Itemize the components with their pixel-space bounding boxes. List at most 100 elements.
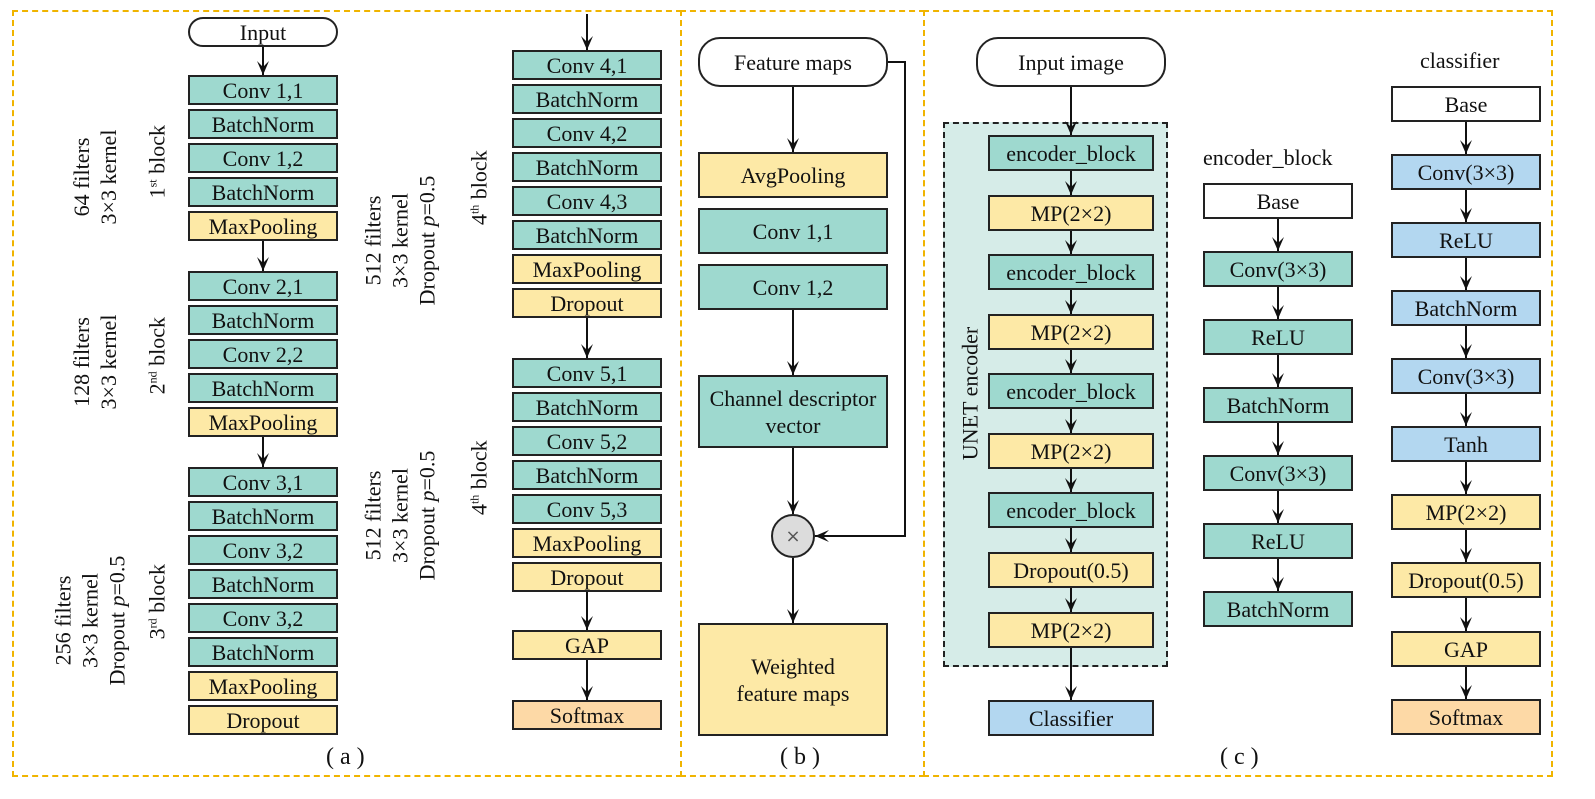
block3-kernel: 3×3 kernel	[77, 573, 103, 668]
conv-3-2-box: Conv 3,2	[188, 603, 338, 633]
batchnorm-box: BatchNorm	[1391, 290, 1541, 326]
caption-a: ( a )	[326, 744, 365, 770]
batchnorm-box: BatchNorm	[512, 460, 662, 490]
conv-4-2-box: Conv 4,2	[512, 118, 662, 148]
block5-kernel: 3×3 kernel	[387, 468, 413, 563]
encoder-block-title: encoder_block	[1203, 145, 1333, 170]
relu-box: ReLU	[1391, 222, 1541, 258]
block2-filters: 128 filters	[69, 317, 94, 407]
classifier-title: classifier	[1420, 48, 1500, 73]
block5-name: 4th block	[466, 440, 492, 516]
conv-4-3-box: Conv 4,3	[512, 186, 662, 216]
block4-dropout: Dropout p=0.5	[414, 175, 440, 306]
mp-2-2-box: MP(2×2)	[1391, 494, 1541, 530]
maxpooling-box: MaxPooling	[512, 528, 662, 558]
batchnorm-box: BatchNorm	[512, 152, 662, 182]
batchnorm-box: BatchNorm	[512, 220, 662, 250]
mp-2-2-box: MP(2×2)	[988, 314, 1154, 350]
conv-3-2-box: Conv 3,2	[188, 535, 338, 565]
block5-label: 512 filters 3×3 kernel Dropout p=0.5	[360, 426, 441, 606]
mp-2-2-box: MP(2×2)	[988, 195, 1154, 231]
softmax-box: Softmax	[1391, 699, 1541, 735]
classifier-box: Classifier	[988, 700, 1154, 736]
conv11-box: Conv 1,1	[698, 208, 888, 254]
block1-label: 64 filters 3×3 kernel	[68, 97, 122, 257]
encoder-block-box: encoder_block	[988, 135, 1154, 171]
input-image-node: Input image	[976, 37, 1166, 87]
batchnorm-box: BatchNorm	[512, 84, 662, 114]
batchnorm-box: BatchNorm	[188, 373, 338, 403]
conv-5-1-box: Conv 5,1	[512, 358, 662, 388]
block3-dropout: Dropout p=0.5	[104, 555, 130, 686]
conv-5-3-box: Conv 5,3	[512, 494, 662, 524]
batchnorm-box: BatchNorm	[188, 305, 338, 335]
maxpooling-box: MaxPooling	[512, 254, 662, 284]
block2-label: 128 filters 3×3 kernel	[68, 282, 122, 442]
conv-3-1-box: Conv 3,1	[188, 467, 338, 497]
batchnorm-box: BatchNorm	[1203, 387, 1353, 423]
batchnorm-box: BatchNorm	[188, 501, 338, 531]
block3-filters: 256 filters	[50, 575, 76, 666]
panel-c	[923, 10, 1553, 777]
batchnorm-box: BatchNorm	[188, 637, 338, 667]
gap-box: GAP	[512, 630, 662, 660]
conv-1-1-box: Conv 1,1	[188, 75, 338, 105]
channel-descriptor-box: Channel descriptor vector	[698, 375, 888, 448]
input-node: Input	[188, 17, 338, 47]
relu-box: ReLU	[1203, 319, 1353, 355]
dropout-0-5-box: Dropout(0.5)	[988, 552, 1154, 588]
conv-2-1-box: Conv 2,1	[188, 271, 338, 301]
softmax-box: Softmax	[512, 700, 662, 730]
tanh-box: Tanh	[1391, 426, 1541, 462]
block2-kernel: 3×3 kernel	[96, 314, 121, 410]
maxpooling-box: MaxPooling	[188, 211, 338, 241]
batchnorm-box: BatchNorm	[188, 109, 338, 139]
caption-b: ( b )	[780, 744, 820, 770]
conv-3-3-box: Conv(3×3)	[1391, 154, 1541, 190]
block5-filters: 512 filters	[360, 470, 386, 561]
block4-name: 4th block	[466, 150, 492, 226]
block1-kernel: 3×3 kernel	[96, 129, 121, 225]
block1-name: 1st block	[144, 124, 170, 199]
dropout-box: Dropout	[512, 562, 662, 592]
encoder-block-box: encoder_block	[988, 254, 1154, 290]
conv-3-3-box: Conv(3×3)	[1203, 251, 1353, 287]
block2-name: 2nd block	[144, 316, 170, 395]
base-box: Base	[1391, 86, 1541, 122]
relu-box: ReLU	[1203, 523, 1353, 559]
maxpooling-box: MaxPooling	[188, 407, 338, 437]
encoder-block-box: encoder_block	[988, 373, 1154, 409]
encoder-block-box: encoder_block	[988, 492, 1154, 528]
dropout-box: Dropout	[188, 705, 338, 735]
base-box: Base	[1203, 183, 1353, 219]
gap-box: GAP	[1391, 631, 1541, 667]
maxpooling-box: MaxPooling	[188, 671, 338, 701]
batchnorm-box: BatchNorm	[512, 392, 662, 422]
batchnorm-box: BatchNorm	[188, 569, 338, 599]
block3-label: 256 filters 3×3 kernel Dropout p=0.5	[50, 531, 131, 711]
block3-name: 3rd block	[144, 563, 170, 640]
block4-label: 512 filters 3×3 kernel Dropout p=0.5	[360, 151, 441, 331]
weighted-feature-maps-box: Weighted feature maps	[698, 623, 888, 736]
batchnorm-box: BatchNorm	[188, 177, 338, 207]
conv-3-3-box: Conv(3×3)	[1203, 455, 1353, 491]
conv-1-2-box: Conv 1,2	[188, 143, 338, 173]
dropout-0-5-box: Dropout(0.5)	[1391, 562, 1541, 598]
block5-dropout: Dropout p=0.5	[414, 450, 440, 581]
block1-filters: 64 filters	[69, 137, 94, 217]
block4-kernel: 3×3 kernel	[387, 193, 413, 288]
conv-2-2-box: Conv 2,2	[188, 339, 338, 369]
mp-2-2-box: MP(2×2)	[988, 612, 1154, 648]
batchnorm-box: BatchNorm	[1203, 591, 1353, 627]
feature-maps-node: Feature maps	[698, 37, 888, 87]
dropout-box: Dropout	[512, 288, 662, 318]
mp-2-2-box: MP(2×2)	[988, 433, 1154, 469]
conv12-box: Conv 1,2	[698, 264, 888, 310]
conv-5-2-box: Conv 5,2	[512, 426, 662, 456]
caption-c: ( c )	[1220, 744, 1259, 770]
block4-filters: 512 filters	[360, 195, 386, 286]
multiply-node: ×	[771, 514, 815, 558]
avgpooling-box: AvgPooling	[698, 152, 888, 198]
conv-4-1-box: Conv 4,1	[512, 50, 662, 80]
conv-3-3-box: Conv(3×3)	[1391, 358, 1541, 394]
